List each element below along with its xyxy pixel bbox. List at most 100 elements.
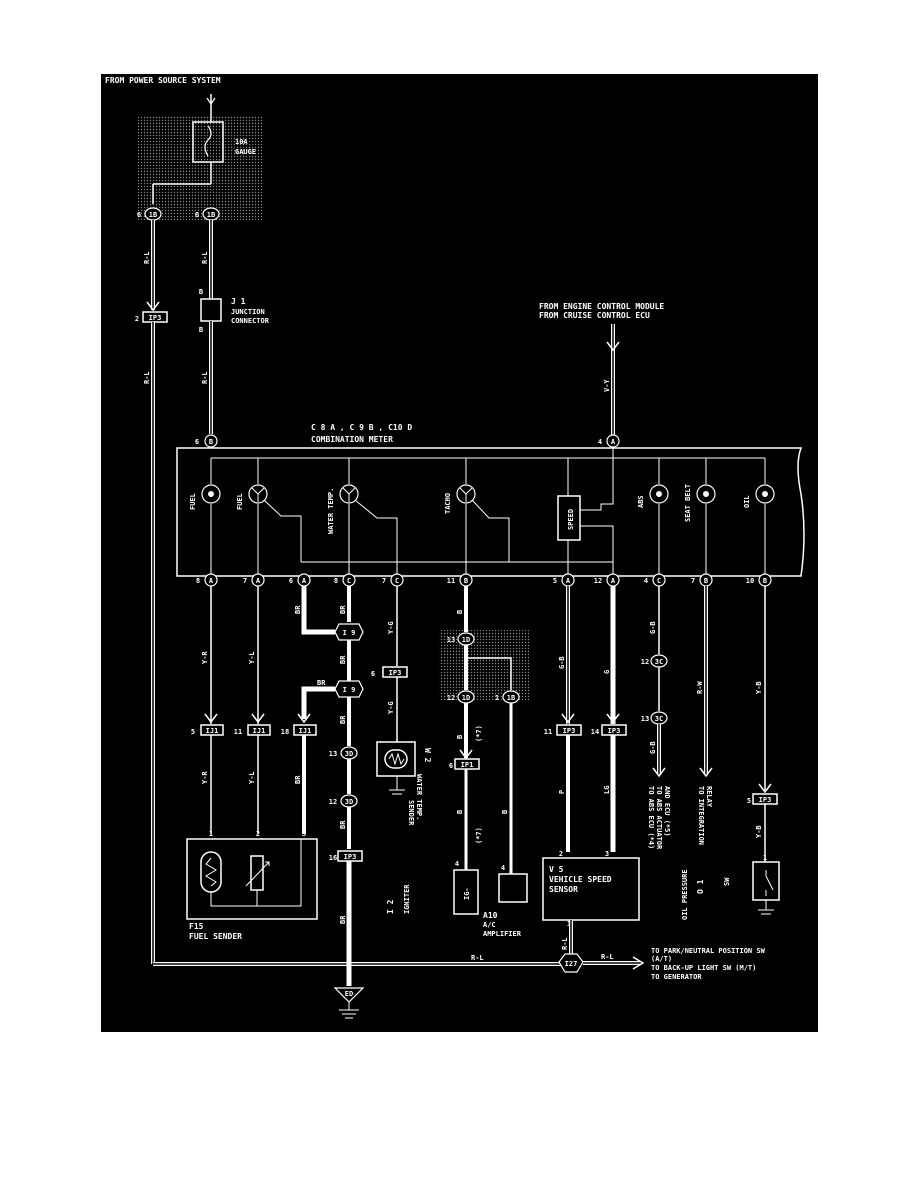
connector-ij1-a xyxy=(200,724,224,736)
svg-text:Y-B: Y-B xyxy=(755,825,763,838)
meter-connectors: C 8 A , C 9 B , C10 D xyxy=(311,423,412,432)
fuse-10a-gauge xyxy=(192,121,224,163)
svg-text:A10: A10 xyxy=(483,911,498,920)
svg-text:Y-L: Y-L xyxy=(248,771,256,784)
svg-text:AND ECU (*5): AND ECU (*5) xyxy=(663,786,671,837)
svg-text:OIL: OIL xyxy=(743,495,751,508)
svg-text:12: 12 xyxy=(594,577,602,585)
svg-text:5: 5 xyxy=(553,577,557,585)
svg-text:O 1: O 1 xyxy=(696,879,705,894)
meter-name: COMBINATION METER xyxy=(311,435,393,444)
svg-text:VEHICLE SPEED: VEHICLE SPEED xyxy=(549,875,612,884)
svg-text:Y-R: Y-R xyxy=(201,651,209,664)
connector-ij1-b xyxy=(247,724,271,736)
svg-text:GAUGE: GAUGE xyxy=(235,148,256,156)
combination-meter xyxy=(176,447,805,577)
junction-connector-j1 xyxy=(200,298,222,322)
svg-text:V-Y: V-Y xyxy=(603,379,611,392)
svg-text:1B: 1B xyxy=(507,694,515,702)
svg-text:RELAY: RELAY xyxy=(705,786,713,808)
svg-text:7: 7 xyxy=(382,577,386,585)
svg-text:B: B xyxy=(209,438,213,446)
svg-text:(*7): (*7) xyxy=(475,725,483,742)
svg-text:C: C xyxy=(395,577,399,585)
svg-text:11: 11 xyxy=(234,728,242,736)
svg-text:OIL PRESSURE: OIL PRESSURE xyxy=(681,869,689,920)
svg-text:CONNECTOR: CONNECTOR xyxy=(231,317,270,325)
connector-ip3-yg xyxy=(382,666,408,678)
wiring-diagram-panel: FROM POWER SOURCE SYSTEM 10A GAUGE 6 1B … xyxy=(101,74,818,1032)
svg-text:4: 4 xyxy=(598,438,602,446)
svg-text:4: 4 xyxy=(644,577,648,585)
svg-text:IP3: IP3 xyxy=(389,669,402,677)
svg-text:SEAT BELT: SEAT BELT xyxy=(684,484,692,522)
splice-i9-top xyxy=(334,623,364,641)
svg-text:TO BACK-UP LIGHT SW (M/T): TO BACK-UP LIGHT SW (M/T) xyxy=(651,964,756,972)
svg-text:IJ1: IJ1 xyxy=(299,727,312,735)
svg-text:FROM ENGINE CONTROL MODULE: FROM ENGINE CONTROL MODULE xyxy=(539,302,664,311)
svg-text:W 2: W 2 xyxy=(423,748,432,763)
power-source-label: FROM POWER SOURCE SYSTEM xyxy=(105,76,221,85)
svg-text:4: 4 xyxy=(455,860,459,868)
gauge-tacho: TACHO xyxy=(444,458,510,576)
svg-text:13: 13 xyxy=(447,636,455,644)
svg-text:TO ABS ACTUATOR: TO ABS ACTUATOR xyxy=(655,786,663,850)
speed-module: SPEED xyxy=(557,447,614,576)
svg-text:1B: 1B xyxy=(149,211,157,219)
water-temp-sender xyxy=(376,741,416,777)
svg-text:B: B xyxy=(763,577,767,585)
svg-text:IP3: IP3 xyxy=(759,796,772,804)
ac-amplifier xyxy=(498,873,528,903)
svg-text:FUEL: FUEL xyxy=(189,493,197,510)
svg-text:JUNCTION: JUNCTION xyxy=(231,308,265,316)
ground-ed xyxy=(333,987,365,1003)
fuel-sender xyxy=(186,838,318,920)
svg-text:A: A xyxy=(256,577,261,585)
gauge-fuel-2: FUEL xyxy=(236,458,302,576)
svg-text:LG: LG xyxy=(603,786,611,794)
svg-text:B: B xyxy=(456,610,464,614)
svg-text:BR: BR xyxy=(294,775,302,784)
svg-text:FROM CRUISE CONTROL ECU: FROM CRUISE CONTROL ECU xyxy=(539,311,650,320)
svg-text:IP3: IP3 xyxy=(608,727,621,735)
svg-text:I 2: I 2 xyxy=(386,899,395,914)
svg-text:FUEL: FUEL xyxy=(236,493,244,510)
svg-text:Y-G: Y-G xyxy=(387,621,395,634)
svg-text:B: B xyxy=(464,577,468,585)
svg-text:R-W: R-W xyxy=(696,681,704,694)
svg-text:2: 2 xyxy=(559,850,563,858)
splice-i27 xyxy=(558,953,584,973)
svg-text:A: A xyxy=(302,577,307,585)
svg-text:3: 3 xyxy=(302,830,306,838)
vehicle-speed-sensor xyxy=(542,857,640,921)
svg-text:BR: BR xyxy=(339,715,347,724)
svg-text:7: 7 xyxy=(691,577,695,585)
svg-text:G-B: G-B xyxy=(558,656,566,669)
igniter xyxy=(453,869,479,915)
indicator-oil: OIL xyxy=(743,458,775,576)
svg-text:J 1: J 1 xyxy=(231,297,246,306)
svg-text:2: 2 xyxy=(256,830,260,838)
svg-text:Y-R: Y-R xyxy=(201,771,209,784)
svg-text:P: P xyxy=(558,790,566,794)
svg-text:BR: BR xyxy=(339,820,347,829)
svg-text:R-L: R-L xyxy=(601,953,614,961)
svg-text:6: 6 xyxy=(195,438,199,446)
svg-text:ED: ED xyxy=(345,990,353,998)
svg-text:TO INTEGRATION: TO INTEGRATION xyxy=(697,786,705,845)
svg-text:3C: 3C xyxy=(655,715,663,723)
svg-text:A: A xyxy=(611,438,616,446)
fuse-icon xyxy=(204,125,212,157)
svg-text:8: 8 xyxy=(334,577,338,585)
svg-text:5: 5 xyxy=(747,797,751,805)
svg-text:BR: BR xyxy=(339,605,347,614)
svg-text:18: 18 xyxy=(281,728,289,736)
svg-text:3C: 3C xyxy=(655,658,663,666)
svg-text:TACHO: TACHO xyxy=(444,493,452,514)
svg-text:WATER TEMP.: WATER TEMP. xyxy=(327,488,335,534)
svg-text:6: 6 xyxy=(449,762,453,770)
svg-text:1: 1 xyxy=(209,830,213,838)
svg-text:SPEED: SPEED xyxy=(567,509,575,530)
gauge-water-temp: WATER TEMP. xyxy=(327,458,398,576)
